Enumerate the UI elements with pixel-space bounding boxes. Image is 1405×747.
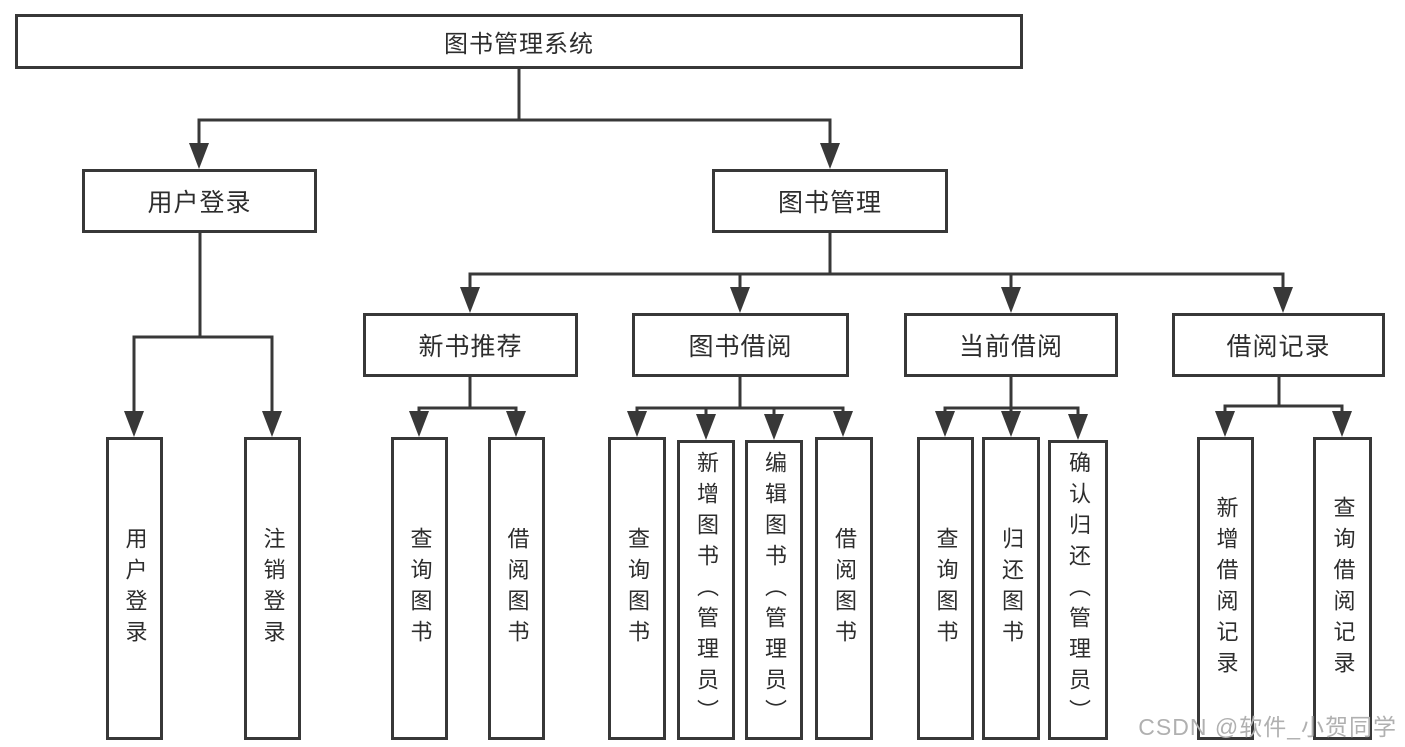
node-label: 借阅图书 [504,526,530,651]
node-label: 查询图书 [407,526,433,651]
node-label: 借阅图书 [832,526,857,651]
node-book-borrowing: 图书借阅 [632,313,849,377]
leaf-borrowing-query-books: 查询图书 [608,437,666,740]
node-label: 借阅记录 [1226,333,1331,361]
node-label: 注销登录 [260,526,286,651]
node-label: 查询借阅记录 [1330,495,1356,682]
node-label: 新书推荐 [418,333,523,361]
leaf-borrowing-edit-books-admin: 编辑图书（管理员） [745,440,803,740]
node-label: 图书管理 [777,189,882,217]
leaf-logout-login: 注销登录 [244,437,301,740]
leaf-newbook-query-books: 查询图书 [391,437,448,740]
node-user-login: 用户登录 [82,169,317,233]
node-label: 查询图书 [625,526,650,651]
leaf-current-query-books: 查询图书 [917,437,974,740]
node-label: 确认归还（管理员） [1066,450,1091,730]
node-current-borrowing: 当前借阅 [904,313,1118,377]
node-new-book-recommend: 新书推荐 [363,313,578,377]
leaf-current-return-books: 归还图书 [982,437,1040,740]
node-label: 归还图书 [999,526,1024,651]
node-label: 新增图书（管理员） [694,450,719,730]
node-root-library-management-system: 图书管理系统 [15,14,1023,69]
node-label: 图书借阅 [688,333,793,361]
leaf-records-add-borrow-record: 新增借阅记录 [1197,437,1254,740]
leaf-current-confirm-return-admin: 确认归还（管理员） [1048,440,1108,740]
csdn-watermark: CSDN @软件_小贺同学 [1138,714,1397,740]
leaf-user-login: 用户登录 [106,437,163,740]
leaf-newbook-borrow-books: 借阅图书 [488,437,545,740]
node-label: 图书管理系统 [444,31,594,58]
node-label: 编辑图书（管理员） [762,450,787,730]
node-label: 用户登录 [122,526,148,651]
node-borrowing-records: 借阅记录 [1172,313,1385,377]
node-label: 新增借阅记录 [1213,495,1239,682]
leaf-records-query-borrow-record: 查询借阅记录 [1313,437,1372,740]
leaf-borrowing-add-books-admin: 新增图书（管理员） [677,440,735,740]
node-label: 当前借阅 [958,333,1063,361]
node-label: 查询图书 [933,526,959,651]
node-label: 用户登录 [147,189,252,217]
node-book-management: 图书管理 [712,169,948,233]
leaf-borrowing-borrow-books: 借阅图书 [815,437,873,740]
